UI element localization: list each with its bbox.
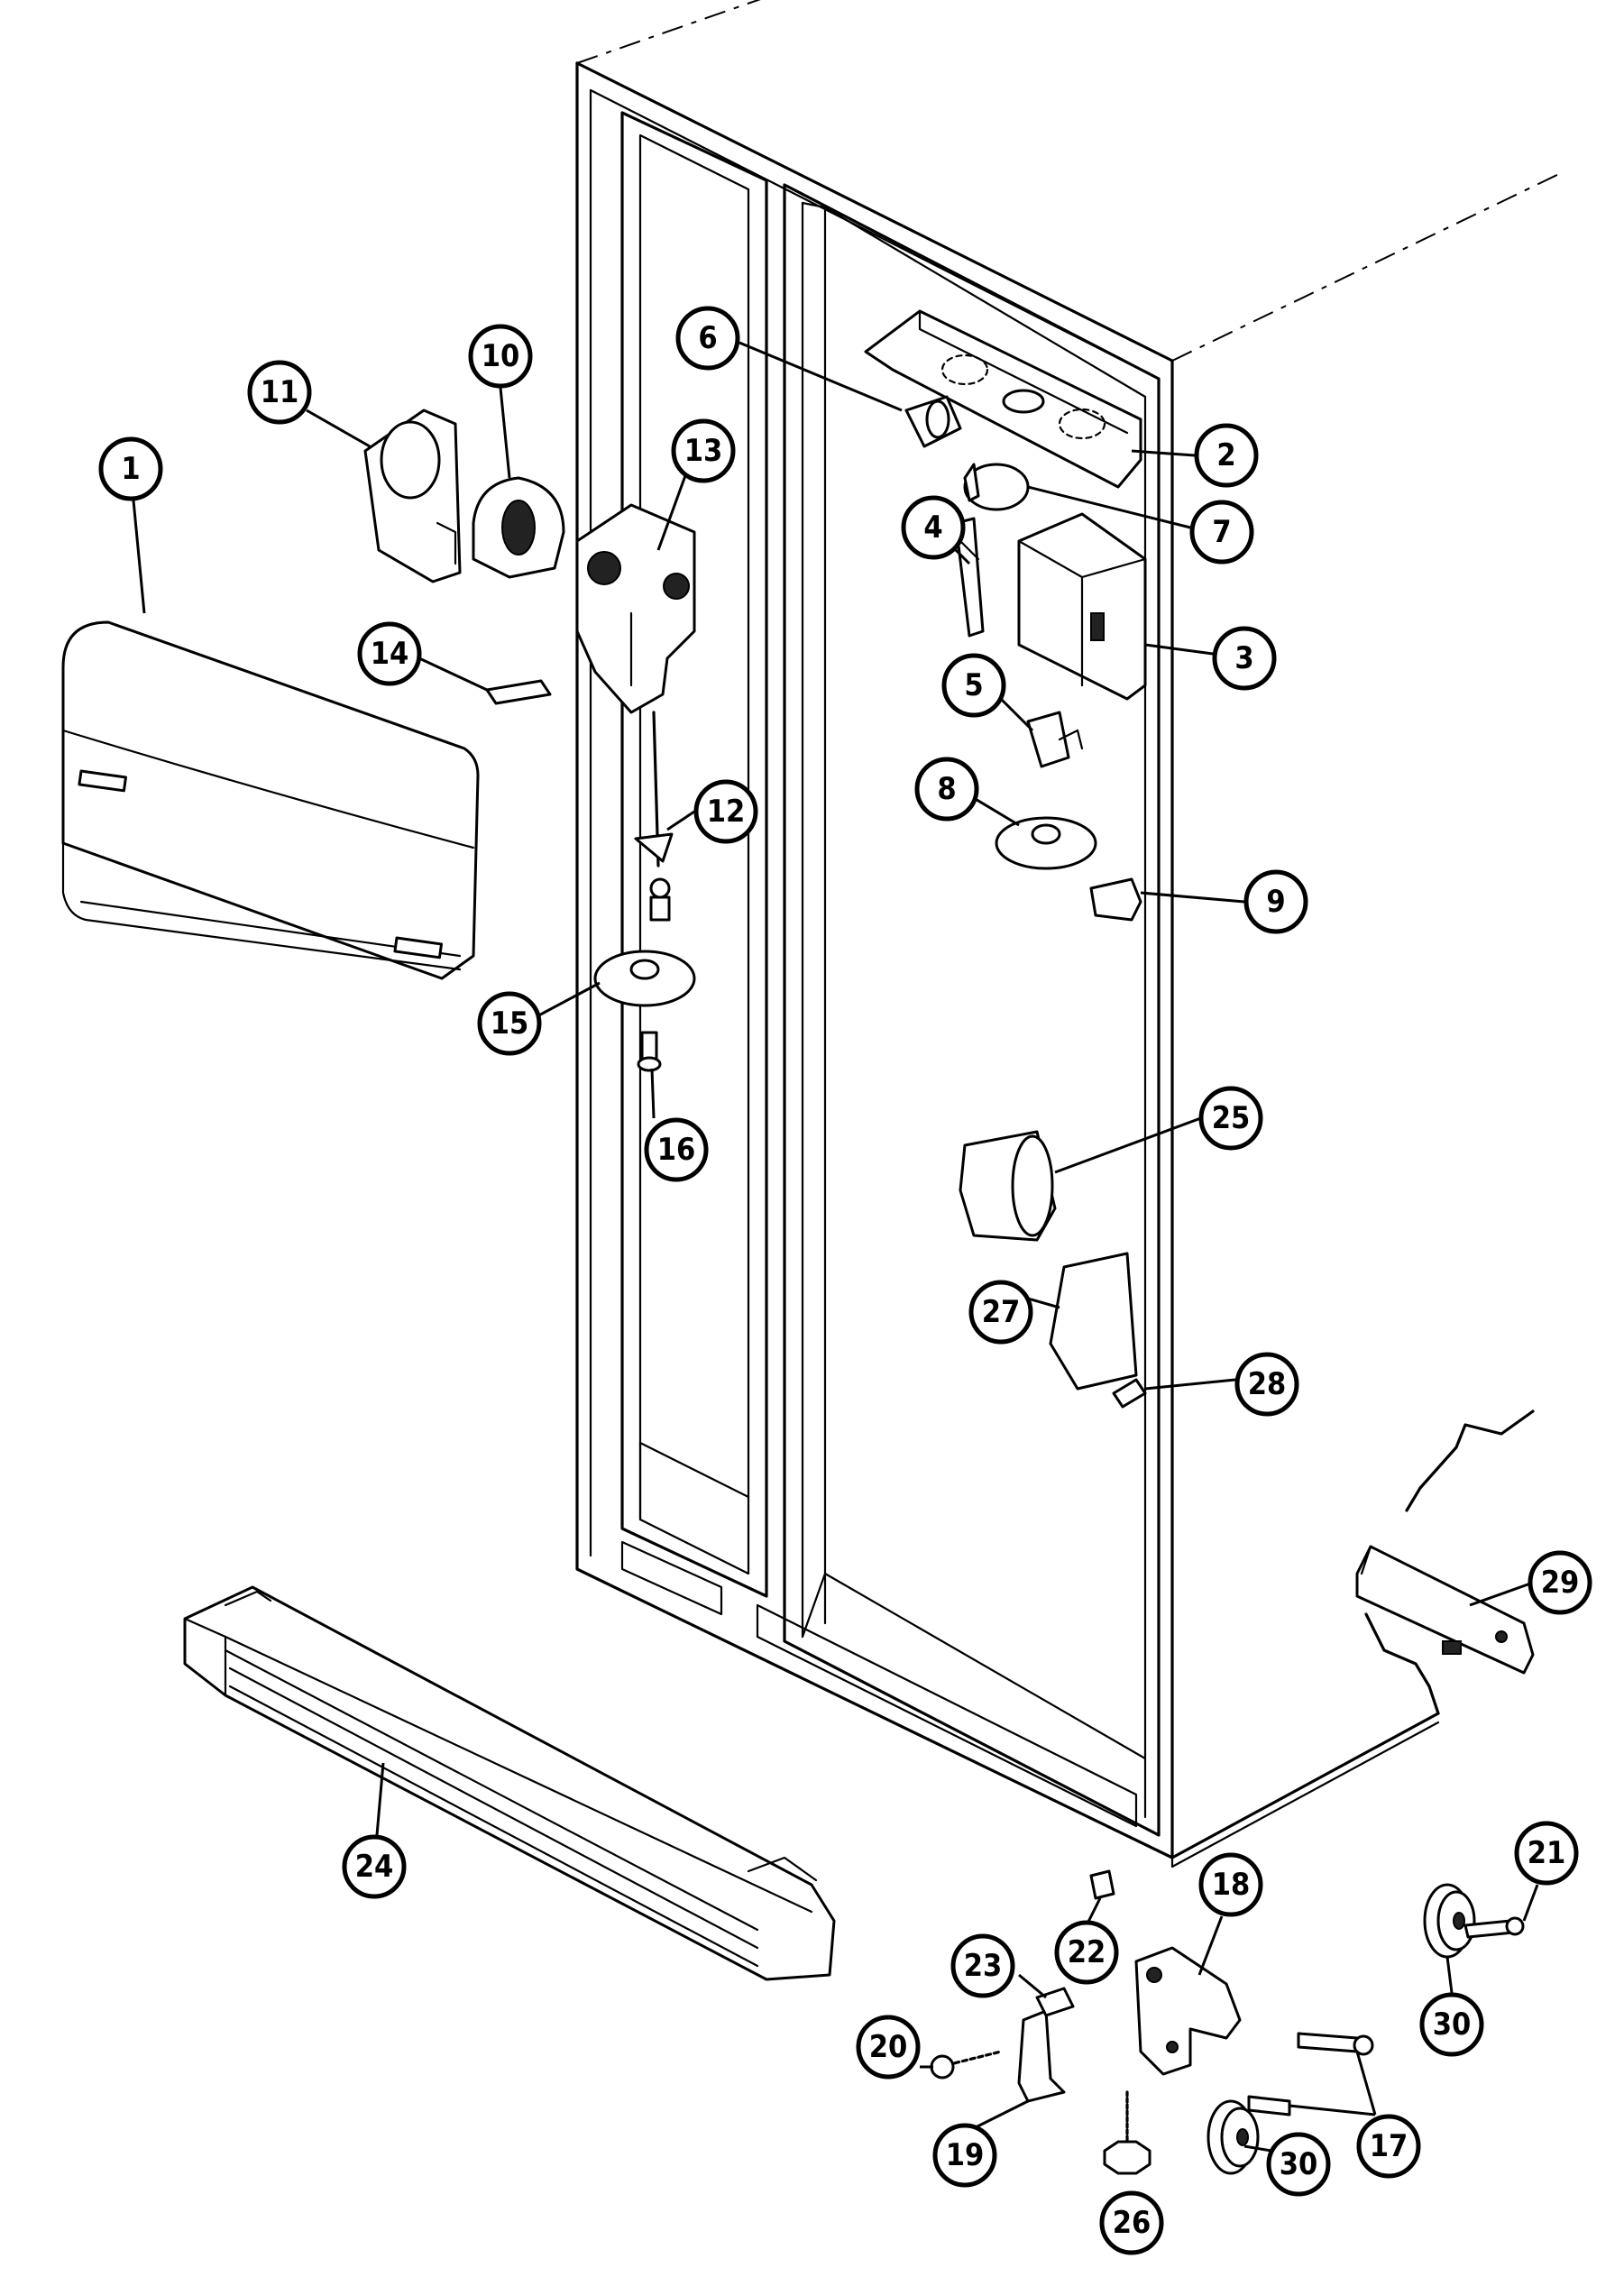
svg-text:5: 5: [964, 667, 983, 703]
screw-part-28: [1112, 1378, 1147, 1409]
callout-8: 8: [914, 757, 979, 822]
control-knob-part-8: [995, 816, 1097, 870]
callout-9: 9: [1243, 869, 1308, 934]
svg-text:14: 14: [371, 636, 409, 672]
callout-21: 21: [1514, 1821, 1579, 1886]
callout-24: 24: [342, 1834, 407, 1899]
switch-part-4: [954, 517, 985, 638]
svg-text:8: 8: [937, 771, 956, 807]
svg-text:27: 27: [982, 1294, 1021, 1330]
callout-2: 2: [1194, 423, 1259, 488]
svg-text:24: 24: [355, 1849, 394, 1885]
svg-text:1: 1: [121, 451, 140, 487]
callout-27: 27: [968, 1280, 1033, 1345]
svg-text:13: 13: [684, 433, 723, 469]
control-rod-part-12: [634, 711, 674, 922]
grommet-part-25: [959, 1130, 1057, 1242]
svg-text:28: 28: [1248, 1366, 1287, 1402]
light-shield-part-3: [1017, 512, 1147, 701]
svg-text:21: 21: [1528, 1835, 1566, 1871]
svg-text:15: 15: [491, 1005, 529, 1042]
svg-text:3: 3: [1234, 640, 1253, 676]
button-part-9: [1089, 877, 1142, 922]
svg-text:17: 17: [1370, 2128, 1408, 2164]
hinge-bracket-part-18: [1134, 1946, 1242, 2076]
screw-part-16: [637, 1031, 662, 1072]
light-bulb-part-7: [963, 463, 1030, 511]
svg-text:11: 11: [261, 374, 299, 410]
svg-text:22: 22: [1068, 1934, 1106, 1970]
axle-bolt-part-21: [1463, 1916, 1525, 1939]
frame-rail-part-29: [1355, 1409, 1535, 1715]
callout-19: 19: [932, 2123, 997, 2188]
control-housing-part-13: [575, 503, 696, 714]
screw-part-20: [930, 2050, 1003, 2080]
svg-text:26: 26: [1113, 2205, 1151, 2241]
callout-13: 13: [671, 418, 736, 483]
callout-7: 7: [1189, 500, 1254, 565]
callout-25: 25: [1198, 1086, 1263, 1151]
svg-text:20: 20: [869, 2029, 908, 2065]
callout-30-upper: 30: [1419, 1992, 1484, 2057]
svg-text:19: 19: [946, 2137, 985, 2173]
callout-14: 14: [357, 621, 422, 686]
cover-plate-part-27: [1049, 1252, 1138, 1391]
svg-text:18: 18: [1212, 1867, 1251, 1903]
kick-plate-part-24: [183, 1585, 836, 1981]
callout-20: 20: [856, 2015, 921, 2080]
control-knob-part-15: [593, 950, 696, 1007]
svg-text:29: 29: [1541, 1565, 1580, 1601]
leader-lines: [132, 341, 1539, 2153]
roller-part-30-upper: [1423, 1883, 1476, 1959]
pin-part-23: [1035, 1987, 1075, 2017]
callout-16: 16: [644, 1117, 709, 1182]
svg-text:12: 12: [707, 794, 746, 830]
svg-text:6: 6: [698, 320, 717, 356]
callout-12: 12: [693, 779, 758, 844]
bracket-part-19: [1017, 2009, 1066, 2103]
clip-part-14: [485, 679, 552, 705]
roller-part-30-lower: [1207, 2099, 1260, 2175]
callout-4: 4: [901, 495, 966, 560]
callout-6: 6: [675, 306, 740, 371]
callout-30-lower: 30: [1266, 2132, 1331, 2197]
callout-3: 3: [1212, 626, 1277, 691]
sensor-part-5: [1026, 711, 1084, 768]
bolts-part-17: [1247, 2032, 1374, 2116]
damper-part-10: [472, 476, 565, 579]
damper-housing-part-11: [363, 409, 462, 583]
callout-22: 22: [1054, 1920, 1119, 1985]
callout-26: 26: [1099, 2190, 1164, 2255]
door-panel-part-1: [61, 620, 480, 980]
callout-10: 10: [468, 324, 533, 389]
svg-text:10: 10: [482, 338, 520, 374]
callout-5: 5: [941, 653, 1006, 718]
leveling-leg-part-26: [1103, 2090, 1151, 2175]
callout-28: 28: [1234, 1352, 1299, 1417]
light-bracket-part-2: [864, 309, 1142, 489]
callout-15: 15: [477, 991, 542, 1056]
callout-29: 29: [1528, 1550, 1592, 1615]
clip-part-22: [1089, 1869, 1115, 1900]
callout-1: 1: [98, 436, 163, 501]
svg-text:23: 23: [964, 1948, 1003, 1984]
svg-text:25: 25: [1212, 1100, 1251, 1136]
svg-text:2: 2: [1216, 437, 1235, 473]
callout-18: 18: [1198, 1852, 1263, 1917]
svg-text:16: 16: [657, 1132, 696, 1168]
callout-17: 17: [1356, 2114, 1421, 2179]
svg-text:7: 7: [1212, 514, 1231, 550]
svg-text:9: 9: [1266, 884, 1285, 920]
svg-text:30: 30: [1433, 2006, 1472, 2043]
svg-text:30: 30: [1280, 2146, 1318, 2182]
lamp-socket-part-6: [904, 395, 962, 448]
callout-23: 23: [950, 1933, 1015, 1998]
callouts: 1 2 3 4 5 6 7 8 9 10 11 12 13 14 15 16 1…: [98, 306, 1592, 2255]
svg-text:4: 4: [923, 510, 942, 546]
callout-11: 11: [247, 360, 312, 425]
